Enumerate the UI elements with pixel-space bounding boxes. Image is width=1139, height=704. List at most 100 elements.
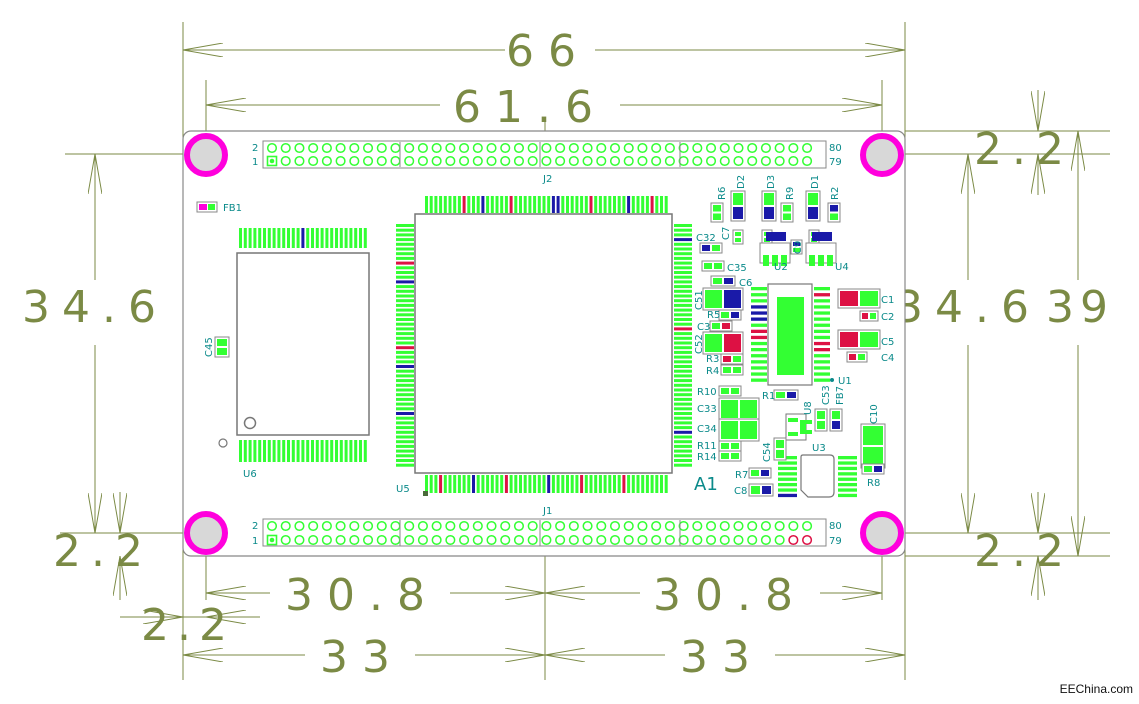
u5-pin-top: [467, 196, 471, 213]
j1-pin: [308, 534, 319, 546]
u1-pin-left: [751, 335, 767, 340]
j2-pin: [802, 142, 813, 154]
u5-pin-bottom: [537, 475, 541, 493]
j1-pin-79: 79: [829, 536, 842, 547]
j2-pin-79: 79: [829, 157, 842, 168]
j1-pin: [678, 534, 689, 546]
u5-pin-bottom: [472, 475, 475, 493]
j1-pin: [321, 534, 332, 546]
u5-pin-bottom: [528, 475, 532, 493]
u5-pin-bottom: [556, 475, 560, 493]
j2-pin: [609, 142, 621, 154]
c33-pad: [721, 400, 738, 418]
r4-pad: [723, 367, 731, 373]
u1-pin-right: [814, 354, 830, 358]
j1-pin: [459, 520, 470, 532]
u5-pin-left: [396, 318, 414, 321]
j1-pin: [623, 520, 634, 532]
c1-pad: [840, 291, 858, 306]
u5-pin-top: [542, 196, 546, 213]
u6-pin: [330, 228, 334, 248]
u5-pin-right: [674, 266, 692, 270]
u6-pin: [344, 440, 348, 462]
u5-pin-right: [674, 454, 692, 458]
u5-pin-left: [396, 266, 414, 270]
j2-pin: [486, 142, 497, 154]
j2-pin: [431, 155, 442, 167]
u6-pin: [258, 440, 262, 462]
u6-pin: [301, 228, 305, 248]
j1-pin: [472, 520, 483, 532]
label-r1: R1: [762, 391, 775, 402]
u5-pin-top: [453, 196, 457, 213]
u6-pin: [258, 228, 262, 248]
j1-pin-1: 1: [252, 536, 258, 547]
label-c32: C32: [696, 233, 716, 244]
u1-pin-left: [751, 378, 767, 382]
u1-pin-left: [751, 305, 767, 309]
u6-pin: [330, 440, 334, 462]
u5-pin-right: [674, 435, 692, 439]
u5-pin-right: [674, 322, 692, 326]
u5-pin-bottom: [500, 475, 504, 493]
u6-pin: [243, 228, 247, 248]
label-r4: R4: [706, 366, 719, 377]
u1-pin-left: [751, 348, 767, 352]
j1-pin: [609, 520, 621, 532]
j1-pin: [294, 534, 305, 546]
j2-pin: [390, 155, 401, 167]
c7-outline: [732, 229, 744, 245]
j1-pin: [596, 534, 607, 546]
r3-pad: [723, 356, 731, 362]
label-c4: C4: [881, 353, 894, 364]
r11-pad: [731, 443, 739, 449]
regulator-pad: [818, 255, 824, 266]
u5-pin-bottom: [523, 475, 527, 493]
u5-pin-bottom: [627, 475, 631, 493]
u5-pin-right: [674, 407, 692, 411]
j2-pin: [637, 142, 648, 154]
j1-pin: [308, 520, 319, 532]
u6-pin: [339, 228, 343, 248]
label-u1: U1: [838, 376, 852, 387]
u5-pin-left: [396, 444, 414, 448]
label-c52: C52: [694, 334, 705, 354]
j2-pin: [266, 142, 278, 154]
j2-pin: [719, 142, 730, 154]
u5-pin-left: [396, 261, 414, 265]
j2-pin: [445, 155, 456, 167]
u3-chip: [778, 454, 857, 498]
j2-pin: [541, 155, 552, 167]
u6-pin: [349, 228, 353, 248]
u5-pin-bottom: [613, 475, 616, 493]
u5-pin-left: [396, 374, 414, 378]
j2-pin: [692, 142, 703, 154]
j2-pin: [678, 142, 689, 154]
j1-pin-hole: [269, 537, 275, 543]
u5-pin-left: [396, 393, 414, 397]
u5-pin-top: [608, 196, 612, 213]
j1-pin: [623, 534, 634, 546]
j2-pin: [733, 155, 744, 167]
label-c53: C53: [821, 385, 832, 405]
u5-pin-right: [674, 416, 692, 420]
label-u2: U2: [774, 262, 788, 273]
u5-pin-bottom: [561, 475, 565, 493]
j2-pin: [664, 142, 675, 154]
u5-pin-right: [674, 252, 692, 256]
r1-pad: [776, 392, 785, 398]
c35-outline: [701, 260, 725, 272]
c2-pad: [870, 313, 876, 319]
j2-pin-hole: [269, 158, 275, 164]
r10-pad: [721, 388, 729, 394]
u6-pin: [335, 440, 338, 462]
j2-pin: [500, 142, 511, 154]
u5-pin-left: [396, 247, 414, 251]
u5-pin-right: [674, 336, 692, 340]
r8-pad: [864, 466, 872, 472]
label-r6: R6: [717, 187, 728, 200]
u6-pin: [311, 440, 314, 462]
j1-pin: [637, 534, 648, 546]
c10-pad: [863, 447, 883, 466]
j1-pin: [294, 520, 305, 532]
